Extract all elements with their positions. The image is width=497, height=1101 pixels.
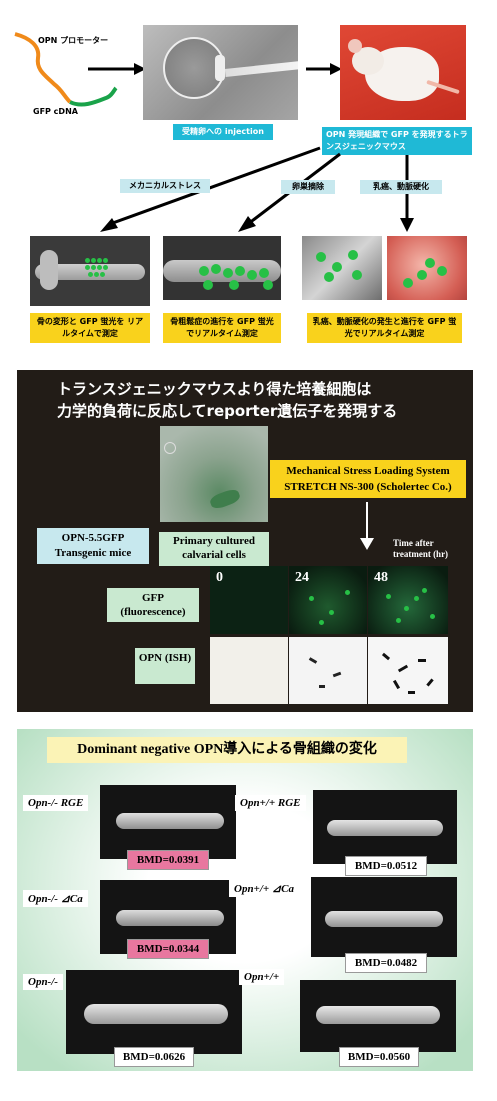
result3-label: 乳癌、動脈硬化の発生と進行を GFP 蛍光でリアルタイム測定 (307, 313, 462, 343)
cancer-label: 乳癌、動脈硬化 (360, 180, 442, 194)
bottom-section: Dominant negative OPN導入による骨組織の変化 Opn-/- … (17, 729, 473, 1071)
gfp-panel-24: 24 (289, 566, 367, 634)
bone-deformation-photo (30, 236, 150, 306)
genotype-label: Opn+/+ (239, 969, 285, 985)
ish-panel-48 (368, 637, 448, 704)
time-24-label: 24 (295, 570, 309, 585)
down-arrow-icon (360, 502, 374, 550)
injection-label: 受精卵への injection (173, 124, 273, 140)
mechanical-stress-label: メカニカルストレス (120, 179, 210, 193)
result2-label: 骨粗鬆症の進行を GFP 蛍光でリアルタイム測定 (163, 313, 281, 343)
middle-section: トランスジェニックマウスより得た培養細胞は 力学的負荷に反応してreporter… (17, 370, 473, 712)
bmd-value: BMD=0.0626 (114, 1047, 194, 1067)
cell-micrograph (160, 426, 268, 522)
osteoporosis-photo (163, 236, 281, 300)
ish-row-label: OPN (ISH) (135, 648, 195, 684)
genotype-label: Opn+/+ ⊿Ca (229, 880, 299, 897)
bone-xray-panel (66, 970, 242, 1054)
middle-title-line2: 力学的負荷に反応してreporter遺伝子を発現する (57, 402, 398, 420)
transgenic-mice-label: OPN-5.5GFP Transgenic mice (37, 528, 149, 564)
ovariectomy-label: 卵巣摘除 (281, 180, 335, 194)
stretch-system-label: Mechanical Stress Loading System STRETCH… (270, 460, 466, 498)
time-label: Time after treatment (hr) (393, 538, 449, 559)
gfp-panel-0: 0 (210, 566, 288, 634)
bmd-value: BMD=0.0560 (339, 1047, 419, 1067)
gfp-cdna-label: GFP cDNA (33, 107, 78, 116)
bone-xray-panel (313, 790, 457, 864)
ish-panel-24 (289, 637, 367, 704)
genotype-label: Opn+/+ RGE (235, 795, 306, 811)
arrow-icon (88, 63, 146, 75)
genotype-label: Opn-/- ⊿Ca (23, 890, 88, 907)
calvarial-cells-label: Primary cultured calvarial cells (159, 532, 269, 566)
arrow-icon (306, 63, 342, 75)
dna-construct (14, 32, 118, 107)
genotype-label: Opn-/- (23, 974, 63, 990)
gfp-panel-48: 48 (368, 566, 448, 634)
bone-xray-panel (311, 877, 457, 957)
bone-xray-panel (100, 785, 236, 859)
mouse-photo (340, 25, 466, 120)
bmd-value: BMD=0.0482 (345, 953, 427, 973)
ish-panel-0 (210, 637, 288, 704)
gfp-row-label: GFP (fluorescence) (107, 588, 199, 622)
bone-xray-panel (300, 980, 456, 1052)
time-48-label: 48 (374, 570, 388, 585)
bmd-value: BMD=0.0344 (127, 939, 209, 959)
bottom-title: Dominant negative OPN導入による骨組織の変化 (47, 737, 407, 763)
result1-label: 骨の変形と GFP 蛍光を リアルタイムで測定 (30, 313, 150, 343)
time-0-label: 0 (216, 570, 223, 585)
breast-cancer-photo (302, 236, 382, 300)
bmd-value: BMD=0.0512 (345, 856, 427, 876)
opn-promoter-label: OPN プロモーター (38, 36, 109, 45)
injection-photo (143, 25, 298, 120)
transgenic-mouse-label: OPN 発現組織で GFP を発現するトランスジェニックマウス (322, 127, 472, 155)
genotype-label: Opn-/- RGE (23, 795, 89, 811)
middle-title-line1: トランスジェニックマウスより得た培養細胞は (57, 380, 372, 398)
bmd-value: BMD=0.0391 (127, 850, 209, 870)
arteriosclerosis-photo (387, 236, 467, 300)
